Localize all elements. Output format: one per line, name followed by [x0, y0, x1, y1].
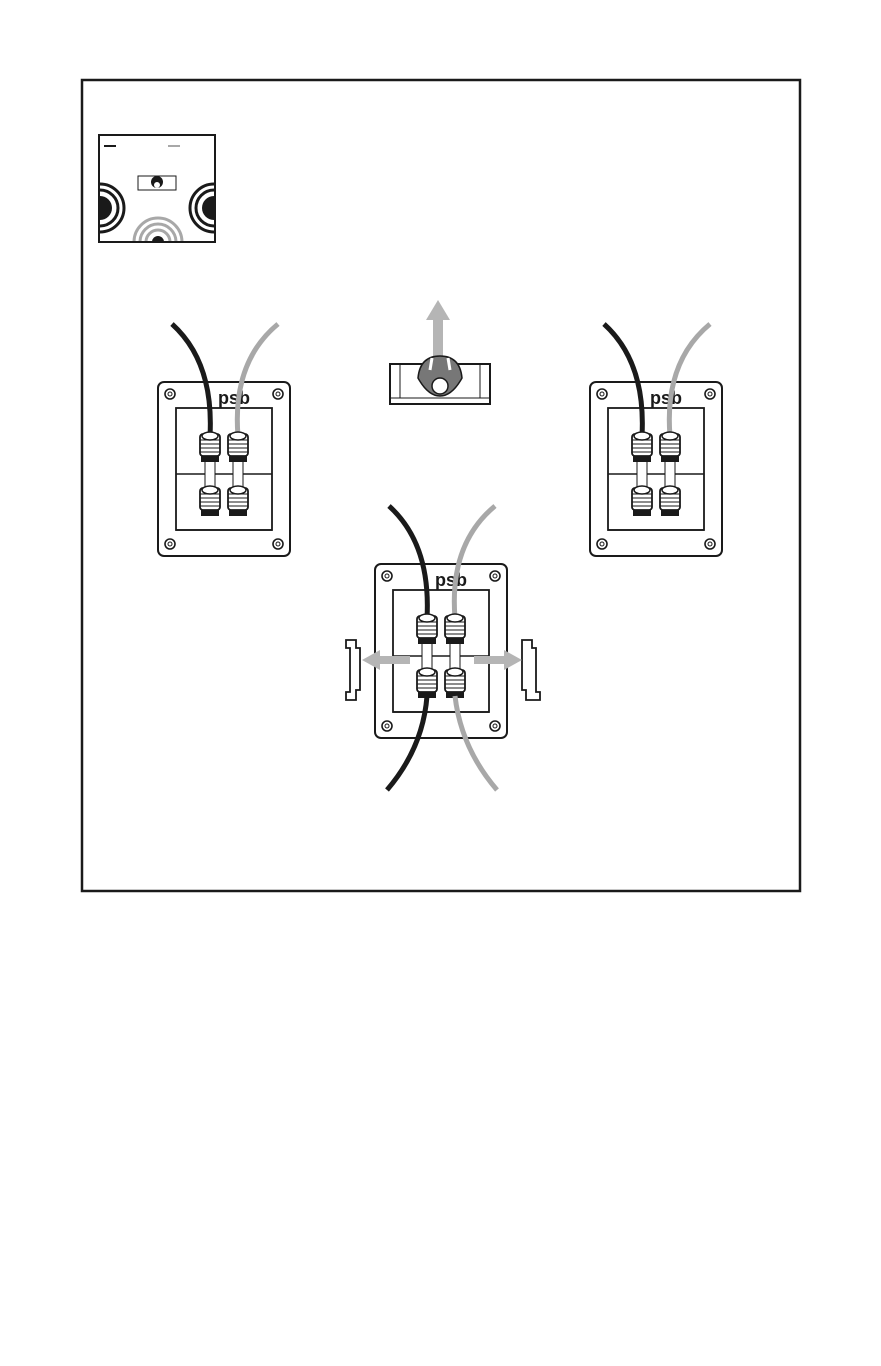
terminal-cup [393, 590, 489, 712]
terminal-cup [608, 408, 704, 530]
binding-post [228, 486, 248, 516]
binding-post [632, 486, 652, 516]
bracket-right-icon [522, 640, 540, 700]
screw-hole [382, 721, 392, 731]
binding-post [200, 486, 220, 516]
bracket-left-icon [346, 640, 360, 700]
screw-hole [490, 571, 500, 581]
binding-post [660, 432, 680, 462]
right-speaker-waves [190, 184, 238, 232]
brand-logo: psb [218, 388, 250, 408]
inset-room-thumbnail [76, 135, 238, 266]
binding-post [660, 486, 680, 516]
center-speaker-icon [390, 356, 490, 404]
screw-hole [165, 539, 175, 549]
brand-logo: psb [650, 388, 682, 408]
right-terminal-panel: psb [590, 324, 722, 556]
screw-hole [165, 389, 175, 399]
left-terminal-panel: psb [158, 324, 290, 556]
terminal-cup [176, 408, 272, 530]
screw-hole [382, 571, 392, 581]
binding-post [417, 614, 437, 644]
binding-post [445, 668, 465, 698]
binding-post [445, 614, 465, 644]
screw-hole [597, 539, 607, 549]
up-arrow [426, 300, 450, 356]
binding-post [228, 432, 248, 462]
screw-hole [705, 539, 715, 549]
screw-hole [273, 389, 283, 399]
binding-post [632, 432, 652, 462]
center-speaker-thumbnail [138, 176, 176, 190]
brand-logo: psb [435, 570, 467, 590]
screw-hole [597, 389, 607, 399]
center-terminal-panel: psb [375, 506, 507, 790]
binding-post [200, 432, 220, 462]
binding-post [417, 668, 437, 698]
screw-hole [273, 539, 283, 549]
screw-hole [490, 721, 500, 731]
screw-hole [705, 389, 715, 399]
